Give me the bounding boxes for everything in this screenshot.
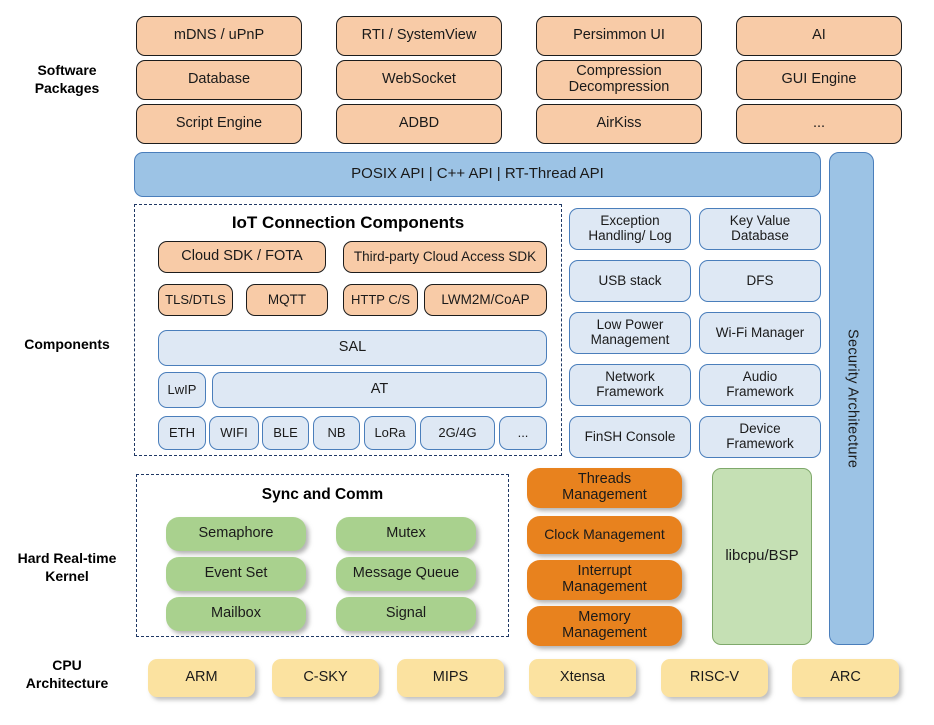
component-box[interactable]: Network Framework — [569, 364, 691, 406]
package-box[interactable]: ADBD — [336, 104, 502, 144]
package-box[interactable]: Database — [136, 60, 302, 100]
package-box[interactable]: RTI / SystemView — [336, 16, 502, 56]
security-architecture-bar[interactable]: Security Architecture — [829, 152, 874, 645]
sync-box[interactable]: Mutex — [336, 517, 476, 551]
security-architecture-label-wrap: Security Architecture — [830, 153, 873, 644]
component-box[interactable]: Wi-Fi Manager — [699, 312, 821, 354]
component-box[interactable]: Low Power Management — [569, 312, 691, 354]
iot-link-box[interactable]: WIFI — [209, 416, 259, 450]
iot-box[interactable]: MQTT — [246, 284, 328, 316]
iot-link-box[interactable]: ETH — [158, 416, 206, 450]
sync-and-comm-group-title: Sync and Comm — [261, 486, 384, 503]
cpu-arch-box[interactable]: ARM — [148, 659, 255, 697]
cpu-arch-box[interactable]: MIPS — [397, 659, 504, 697]
cpu-arch-box[interactable]: Xtensa — [529, 659, 636, 697]
iot-box[interactable]: TLS/DTLS — [158, 284, 233, 316]
row-label-software-packages: Software Packages — [34, 62, 100, 96]
package-box[interactable]: mDNS / uPnP — [136, 16, 302, 56]
iot-box-at[interactable]: AT — [212, 372, 547, 408]
sync-box[interactable]: Semaphore — [166, 517, 306, 551]
iot-link-box[interactable]: BLE — [262, 416, 309, 450]
package-box[interactable]: GUI Engine — [736, 60, 902, 100]
component-box[interactable]: Device Framework — [699, 416, 821, 458]
package-box[interactable]: AirKiss — [536, 104, 702, 144]
cpu-arch-box[interactable]: ARC — [792, 659, 899, 697]
cpu-arch-box[interactable]: RISC-V — [661, 659, 768, 697]
cpu-arch-box[interactable]: C-SKY — [272, 659, 379, 697]
api-bar[interactable]: POSIX API | C++ API | RT-Thread API — [134, 152, 821, 197]
security-architecture-label: Security Architecture — [844, 328, 861, 469]
sync-box[interactable]: Mailbox — [166, 597, 306, 631]
iot-box[interactable]: LWM2M/CoAP — [424, 284, 547, 316]
sync-box[interactable]: Event Set — [166, 557, 306, 591]
row-label-cpu-architecture: CPU Architecture — [25, 657, 109, 691]
iot-box[interactable]: HTTP C/S — [343, 284, 418, 316]
row-label-components: Components — [24, 336, 110, 352]
iot-link-box[interactable]: NB — [313, 416, 360, 450]
sync-and-comm-group — [136, 474, 509, 637]
kernel-management-box[interactable]: Interrupt Management — [527, 560, 682, 600]
kernel-management-box[interactable]: Clock Management — [527, 516, 682, 554]
component-box[interactable]: FinSH Console — [569, 416, 691, 458]
component-box[interactable]: DFS — [699, 260, 821, 302]
iot-connection-group — [134, 204, 562, 456]
package-box[interactable]: Script Engine — [136, 104, 302, 144]
iot-box-lwip[interactable]: LwIP — [158, 372, 206, 408]
component-box[interactable]: Audio Framework — [699, 364, 821, 406]
sync-box[interactable]: Signal — [336, 597, 476, 631]
kernel-management-box[interactable]: Memory Management — [527, 606, 682, 646]
component-box[interactable]: Key Value Database — [699, 208, 821, 250]
package-box[interactable]: ... — [736, 104, 902, 144]
component-box[interactable]: USB stack — [569, 260, 691, 302]
iot-link-box[interactable]: ... — [499, 416, 547, 450]
iot-box[interactable]: Cloud SDK / FOTA — [158, 241, 326, 273]
libcpu-bsp-box[interactable]: libcpu/BSP — [712, 468, 812, 645]
sync-box[interactable]: Message Queue — [336, 557, 476, 591]
iot-link-box[interactable]: 2G/4G — [420, 416, 495, 450]
package-box[interactable]: Persimmon UI — [536, 16, 702, 56]
package-box[interactable]: Compression Decompression — [536, 60, 702, 100]
iot-box-sal[interactable]: SAL — [158, 330, 547, 366]
package-box[interactable]: WebSocket — [336, 60, 502, 100]
component-box[interactable]: Exception Handling/ Log — [569, 208, 691, 250]
row-label-kernel: Hard Real-time Kernel — [17, 550, 117, 584]
iot-connection-group-title: IoT Connection Components — [231, 213, 465, 232]
kernel-management-box[interactable]: Threads Management — [527, 468, 682, 508]
iot-link-box[interactable]: LoRa — [364, 416, 416, 450]
iot-box[interactable]: Third-party Cloud Access SDK — [343, 241, 547, 273]
package-box[interactable]: AI — [736, 16, 902, 56]
